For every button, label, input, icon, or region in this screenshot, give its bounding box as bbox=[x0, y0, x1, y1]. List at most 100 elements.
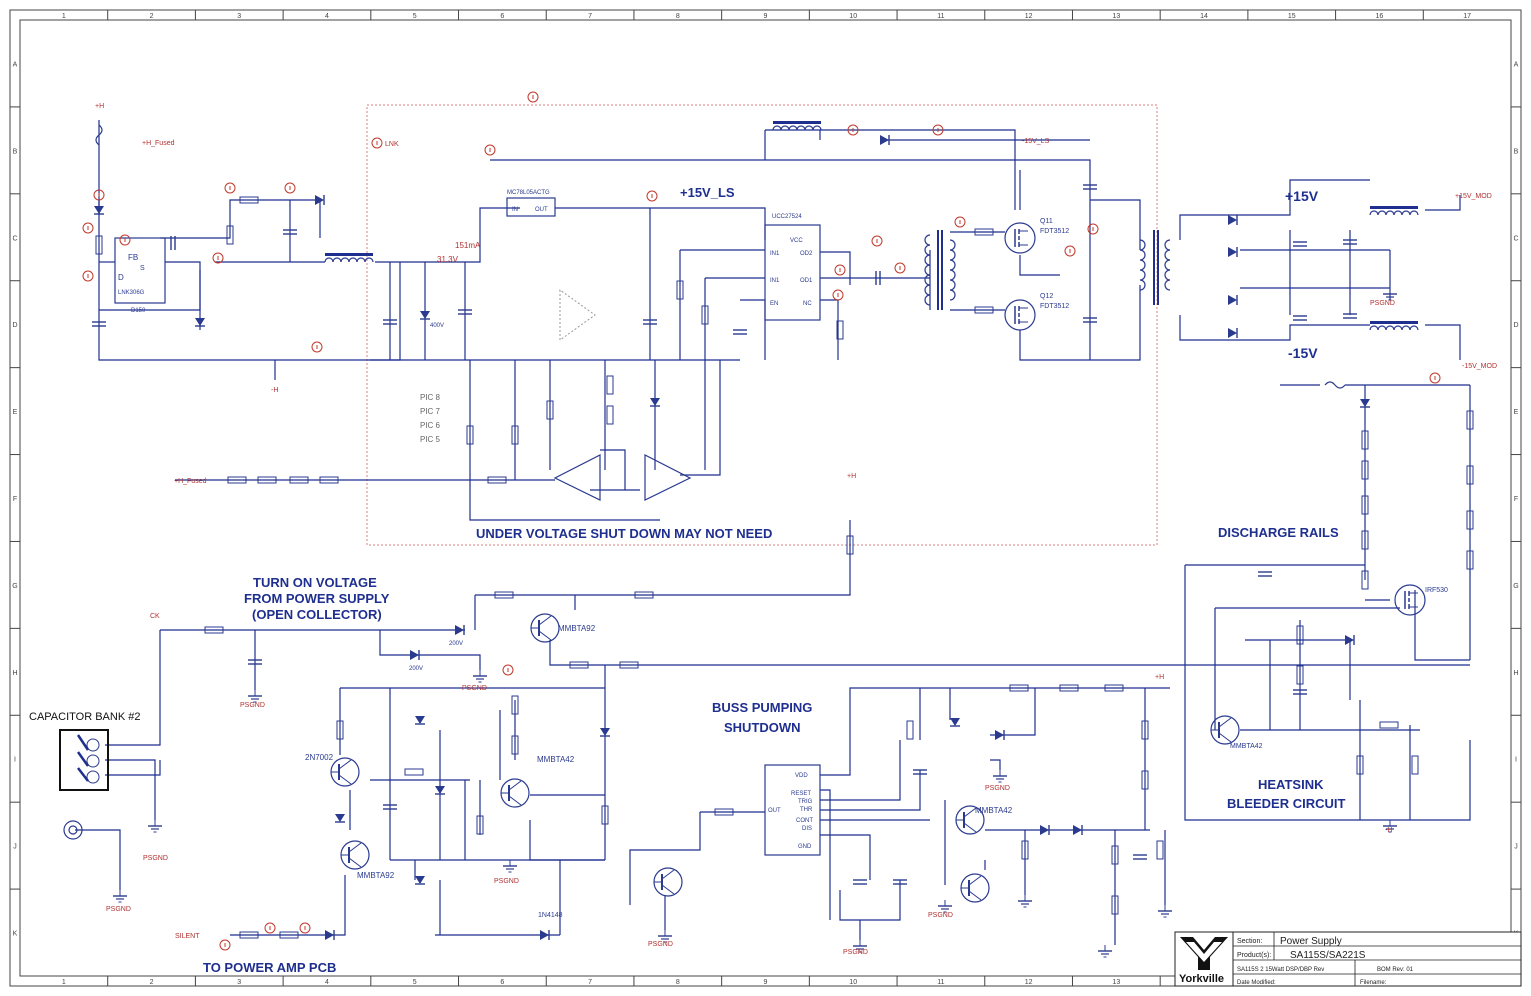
svg-text:PIC 5: PIC 5 bbox=[420, 435, 441, 444]
grid-col-top-6: 6 bbox=[500, 13, 504, 20]
capacitor-bank-title: CAPACITOR BANK #2 bbox=[29, 711, 140, 723]
yorkville-logo-text: Yorkville bbox=[1179, 973, 1224, 985]
grid-row-right-D: D bbox=[1513, 322, 1518, 329]
svg-text:IN1: IN1 bbox=[770, 251, 780, 257]
svg-text:CK: CK bbox=[150, 613, 160, 620]
annotations: 31.3V 151mA PIC 8 PIC 7 PIC 6 PIC 5 bbox=[420, 241, 481, 444]
svg-text:OUT: OUT bbox=[768, 808, 781, 814]
svg-text:PSGND: PSGND bbox=[106, 906, 131, 913]
svg-text:PIC 8: PIC 8 bbox=[420, 393, 441, 402]
svg-text:PSGND: PSGND bbox=[494, 878, 519, 885]
grid-row-left-G: G bbox=[12, 583, 17, 590]
grid-col-bottom-3: 3 bbox=[237, 979, 241, 986]
svg-text:PSGND: PSGND bbox=[462, 685, 487, 692]
d150-part-label: LNK306G bbox=[118, 290, 145, 296]
grid-col-top-17: 17 bbox=[1463, 13, 1471, 20]
svg-text:EN: EN bbox=[770, 301, 778, 307]
grid-col-top-16: 16 bbox=[1376, 13, 1384, 20]
heading-turn-on-2: FROM POWER SUPPLY bbox=[244, 591, 390, 606]
timer-ic-box bbox=[764, 764, 821, 856]
grid-row-left-K: K bbox=[13, 931, 18, 938]
grid-col-top-8: 8 bbox=[676, 13, 680, 20]
svg-text:S: S bbox=[140, 265, 145, 272]
grid-row-right-B: B bbox=[1514, 148, 1519, 155]
net-labels: +H +H_Fused +H_Fused LNK +H +H -H -H +15… bbox=[95, 103, 1497, 956]
grid-col-bottom-10: 10 bbox=[849, 979, 857, 986]
svg-text:+H_Fused: +H_Fused bbox=[142, 140, 175, 147]
grid-col-bottom-5: 5 bbox=[413, 979, 417, 986]
svg-text:PIC 6: PIC 6 bbox=[420, 421, 441, 430]
svg-text:-H: -H bbox=[1385, 827, 1392, 834]
svg-text:+H: +H bbox=[847, 473, 856, 480]
component-labels: Q11 FDT3512 Q12 FDT3512 MMBTA92 MMBTA42 … bbox=[305, 218, 1448, 919]
svg-text:IRF530: IRF530 bbox=[1425, 587, 1448, 594]
regulator-out: OUT bbox=[535, 207, 548, 213]
svg-text:Date Modified:: Date Modified: bbox=[1237, 980, 1276, 986]
svg-text:1N4148: 1N4148 bbox=[538, 912, 563, 919]
grid-row-left-E: E bbox=[13, 409, 18, 416]
sheet-border bbox=[9, 9, 1522, 987]
grid-col-bottom-7: 7 bbox=[588, 979, 592, 986]
heading-buss-2: SHUTDOWN bbox=[724, 720, 801, 735]
svg-text:RESET: RESET bbox=[791, 791, 811, 797]
svg-text:OD1: OD1 bbox=[800, 278, 813, 284]
svg-text:Product(s):: Product(s): bbox=[1237, 952, 1271, 959]
grid-col-top-3: 3 bbox=[237, 13, 241, 20]
transformer-t1 bbox=[924, 230, 956, 310]
svg-text:OD2: OD2 bbox=[800, 251, 813, 257]
d150-ref-label: D150 bbox=[131, 308, 146, 314]
grid-col-top-12: 12 bbox=[1025, 13, 1033, 20]
svg-text:400V: 400V bbox=[430, 323, 444, 329]
section-headings: +15V_LS +15V -15V UNDER VOLTAGE SHUT DOW… bbox=[203, 185, 1346, 975]
svg-text:PSGND: PSGND bbox=[928, 912, 953, 919]
svg-text:PSGND: PSGND bbox=[143, 855, 168, 862]
grid-col-bottom-9: 9 bbox=[764, 979, 768, 986]
svg-text:+15V_MOD: +15V_MOD bbox=[1455, 193, 1492, 200]
svg-text:31.3V: 31.3V bbox=[437, 255, 459, 264]
svg-text:DIS: DIS bbox=[802, 826, 812, 832]
grid-col-top-4: 4 bbox=[325, 13, 329, 20]
svg-text:D: D bbox=[118, 273, 124, 282]
svg-text:PSGND: PSGND bbox=[648, 941, 673, 948]
svg-text:Q12: Q12 bbox=[1040, 293, 1053, 300]
grid-row-left-J: J bbox=[13, 844, 17, 851]
heading-buss-1: BUSS PUMPING bbox=[712, 700, 812, 715]
grid-row-right-G: G bbox=[1513, 583, 1518, 590]
heading-heatsink-1: HEATSINK bbox=[1258, 777, 1324, 792]
grid-row-right-I: I bbox=[1515, 757, 1517, 764]
grid-row-right-E: E bbox=[1514, 409, 1519, 416]
heading-turn-on-1: TURN ON VOLTAGE bbox=[253, 575, 377, 590]
under-voltage-region bbox=[366, 104, 1158, 546]
regulator-part: MC78L05ACTG bbox=[507, 190, 550, 196]
svg-text:BOM Rev: 01: BOM Rev: 01 bbox=[1377, 967, 1414, 973]
svg-text:Filename:: Filename: bbox=[1360, 980, 1387, 986]
svg-text:PIC 7: PIC 7 bbox=[420, 407, 441, 416]
grid-row-left-F: F bbox=[13, 496, 17, 503]
u5-gate-driver-box bbox=[764, 224, 821, 321]
svg-text:TRIG: TRIG bbox=[798, 799, 813, 805]
svg-text:SA115S 2 15Watt DSP/DBP Rev: SA115S 2 15Watt DSP/DBP Rev bbox=[1237, 967, 1324, 973]
grid-col-top-2: 2 bbox=[150, 13, 154, 20]
grid-col-bottom-6: 6 bbox=[500, 979, 504, 986]
svg-text:Q11: Q11 bbox=[1040, 218, 1053, 225]
grid-row-right-F: F bbox=[1514, 496, 1518, 503]
grid-col-bottom-4: 4 bbox=[325, 979, 329, 986]
svg-text:+H_Fused: +H_Fused bbox=[174, 478, 207, 485]
heading-plus15v-ls: +15V_LS bbox=[680, 185, 735, 200]
heading-under-voltage: UNDER VOLTAGE SHUT DOWN MAY NOT NEED bbox=[476, 526, 772, 541]
svg-text:Section:: Section: bbox=[1237, 938, 1262, 945]
svg-text:VCC: VCC bbox=[790, 238, 803, 244]
grid-row-left-H: H bbox=[12, 670, 17, 677]
svg-text:MMBTA42: MMBTA42 bbox=[537, 755, 575, 764]
grid-col-bottom-13: 13 bbox=[1112, 979, 1120, 986]
grid-col-top-15: 15 bbox=[1288, 13, 1296, 20]
grid-col-bottom-12: 12 bbox=[1025, 979, 1033, 986]
svg-text:MMBTA92: MMBTA92 bbox=[357, 871, 395, 880]
transformer-t2 bbox=[1139, 230, 1171, 305]
svg-text:NC: NC bbox=[803, 301, 812, 307]
components: FB D S LNK306G D150 IN OUT MC78L05ACTG U… bbox=[59, 91, 1474, 958]
u5-part: UCC27524 bbox=[772, 214, 802, 220]
svg-text:PSGND: PSGND bbox=[843, 949, 868, 956]
